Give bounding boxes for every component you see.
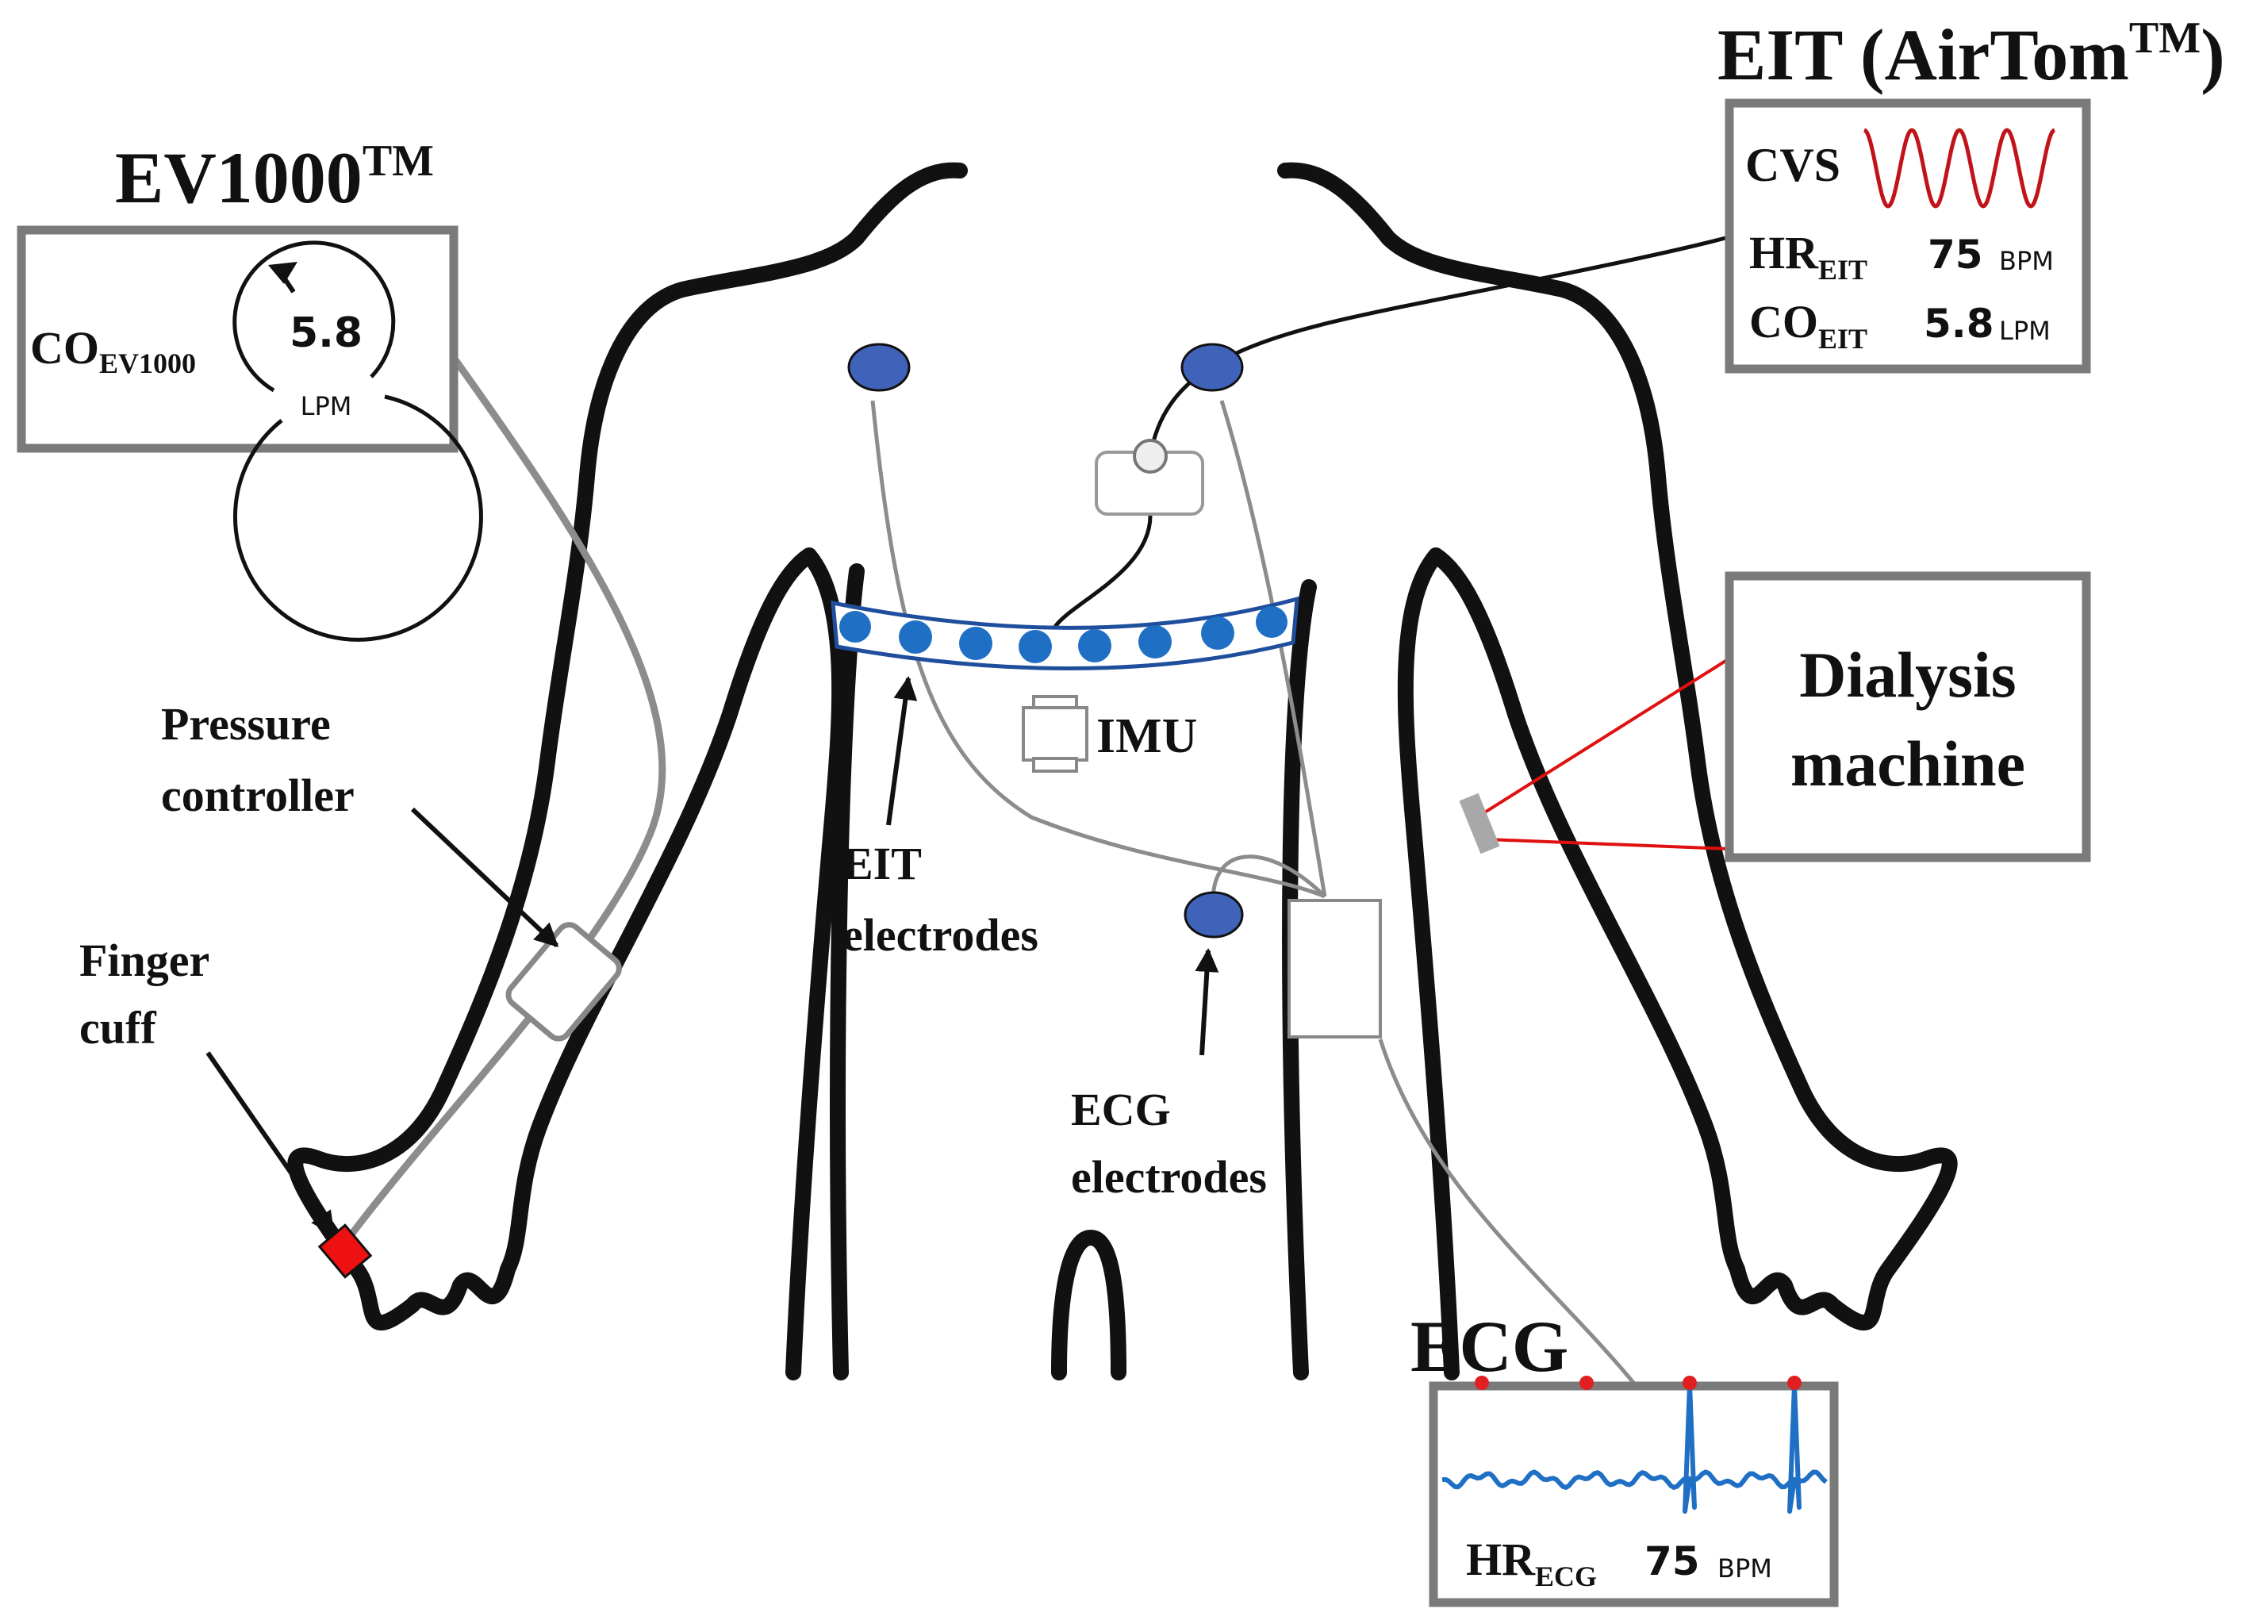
eit-title: EIT (AirTomTM) bbox=[1717, 13, 2225, 95]
armpit-left bbox=[830, 563, 865, 1380]
eit-co-label: COEIT bbox=[1749, 296, 1867, 355]
pressure-controller-label: Pressure bbox=[161, 698, 331, 750]
eit-co-value: 5.8 bbox=[1924, 301, 1994, 347]
ev1000-co-value: 5.8 bbox=[290, 309, 363, 357]
finger-cuff-device bbox=[317, 1223, 373, 1279]
eit-electrodes-label: EIT bbox=[842, 838, 922, 889]
body-outline-right bbox=[1277, 162, 1958, 1380]
ecg-electrodes-label: ECG bbox=[1071, 1084, 1171, 1135]
ecg-monitor bbox=[1429, 1381, 1839, 1607]
pressure-controller-device bbox=[505, 922, 622, 1042]
ecg-wire-left bbox=[870, 400, 1326, 899]
ecg-hr-unit: BPM bbox=[1717, 1553, 1772, 1584]
ecg-electrode-left bbox=[847, 343, 911, 392]
dialysis-line-upper bbox=[1482, 657, 1731, 815]
eit-cvs-label: CVS bbox=[1745, 139, 1840, 191]
ecg-electrodes-arrow bbox=[1195, 948, 1219, 1056]
ecg-peak-marker bbox=[1475, 1376, 1489, 1390]
pressure-controller-arrow bbox=[410, 807, 559, 948]
eit-hr-unit: BPM bbox=[1999, 246, 2054, 276]
ev1000-co-unit: LPM bbox=[301, 391, 352, 421]
ecg-waveform bbox=[1441, 1382, 1828, 1514]
dialysis-machine-label: Dialysis bbox=[1799, 639, 2016, 711]
imu-device bbox=[1022, 695, 1088, 773]
eit-electrodes-arrow bbox=[886, 676, 918, 826]
belt-electrode bbox=[1256, 606, 1288, 638]
ev1000-gauge-outer bbox=[233, 394, 483, 642]
ecg-hr-label: HRECG bbox=[1466, 1534, 1597, 1592]
ecg-electrode-right bbox=[1180, 343, 1244, 392]
finger-cuff-label-line2: cuff bbox=[79, 1002, 156, 1054]
eit-electrodes-label-line2: electrodes bbox=[842, 909, 1038, 961]
belt-electrode bbox=[1019, 630, 1052, 663]
ev1000-gauge-needle bbox=[282, 276, 296, 294]
ev1000-gauge-pointer-icon bbox=[268, 262, 297, 284]
ecg-peak-marker bbox=[1683, 1376, 1697, 1390]
ev1000-co-label: COEV1000 bbox=[30, 322, 196, 379]
dialysis-machine-box bbox=[1725, 571, 2091, 862]
ecg-peak-marker bbox=[1787, 1376, 1802, 1390]
eit-cvs-waveform bbox=[1863, 128, 2055, 209]
belt-electrode bbox=[1201, 616, 1234, 650]
belt-electrode bbox=[839, 611, 871, 643]
eit-belt-electrodes bbox=[839, 606, 1288, 663]
ev1000-title: EV1000TM bbox=[115, 136, 434, 218]
eit-monitor-wire bbox=[1148, 236, 1726, 457]
belt-electrode bbox=[1078, 629, 1111, 662]
finger-cuff-arrow bbox=[205, 1051, 336, 1236]
belt-electrode bbox=[1138, 625, 1172, 658]
dialysis-access-port bbox=[1459, 793, 1500, 854]
ecg-electrodes-label-line2: electrodes bbox=[1071, 1151, 1267, 1203]
finger-cuff-label: Finger bbox=[79, 935, 209, 986]
body-outline bbox=[287, 162, 968, 1380]
ecg-peak-markers bbox=[1475, 1376, 1802, 1390]
imu-label: IMU bbox=[1096, 709, 1197, 763]
belt-electrode bbox=[899, 620, 932, 654]
eit-hr-value: 75 bbox=[1928, 232, 1983, 278]
ecg-recorder-box bbox=[1288, 899, 1382, 1039]
ecg-peak-marker bbox=[1579, 1376, 1594, 1390]
ecg-wire-bottom bbox=[1211, 854, 1326, 913]
dialysis-machine-label-line2: machine bbox=[1790, 728, 2025, 800]
ecg-wire-right bbox=[1219, 400, 1327, 897]
eit-co-unit: LPM bbox=[1999, 316, 2051, 346]
pressure-controller-label-line2: controller bbox=[161, 770, 355, 821]
dialysis-line-lower bbox=[1487, 838, 1730, 850]
eit-monitor bbox=[1725, 98, 2091, 374]
ev1000-gauge-inner bbox=[232, 240, 396, 393]
eit-belt-wire bbox=[1053, 515, 1153, 628]
ecg-title: ECG bbox=[1410, 1306, 1568, 1387]
ev1000-cable bbox=[345, 357, 666, 1242]
ecg-electrode-bottom bbox=[1184, 891, 1244, 939]
eit-hr-label: HREIT bbox=[1749, 227, 1867, 286]
armpit-right bbox=[1282, 579, 1317, 1380]
ecg-hr-value: 75 bbox=[1644, 1538, 1700, 1584]
ecg-monitor-wire bbox=[1378, 1039, 1640, 1390]
groin-outline bbox=[1051, 1229, 1126, 1380]
belt-electrode bbox=[959, 627, 992, 660]
eit-connector-port bbox=[1133, 439, 1168, 474]
eit-belt bbox=[831, 596, 1299, 670]
